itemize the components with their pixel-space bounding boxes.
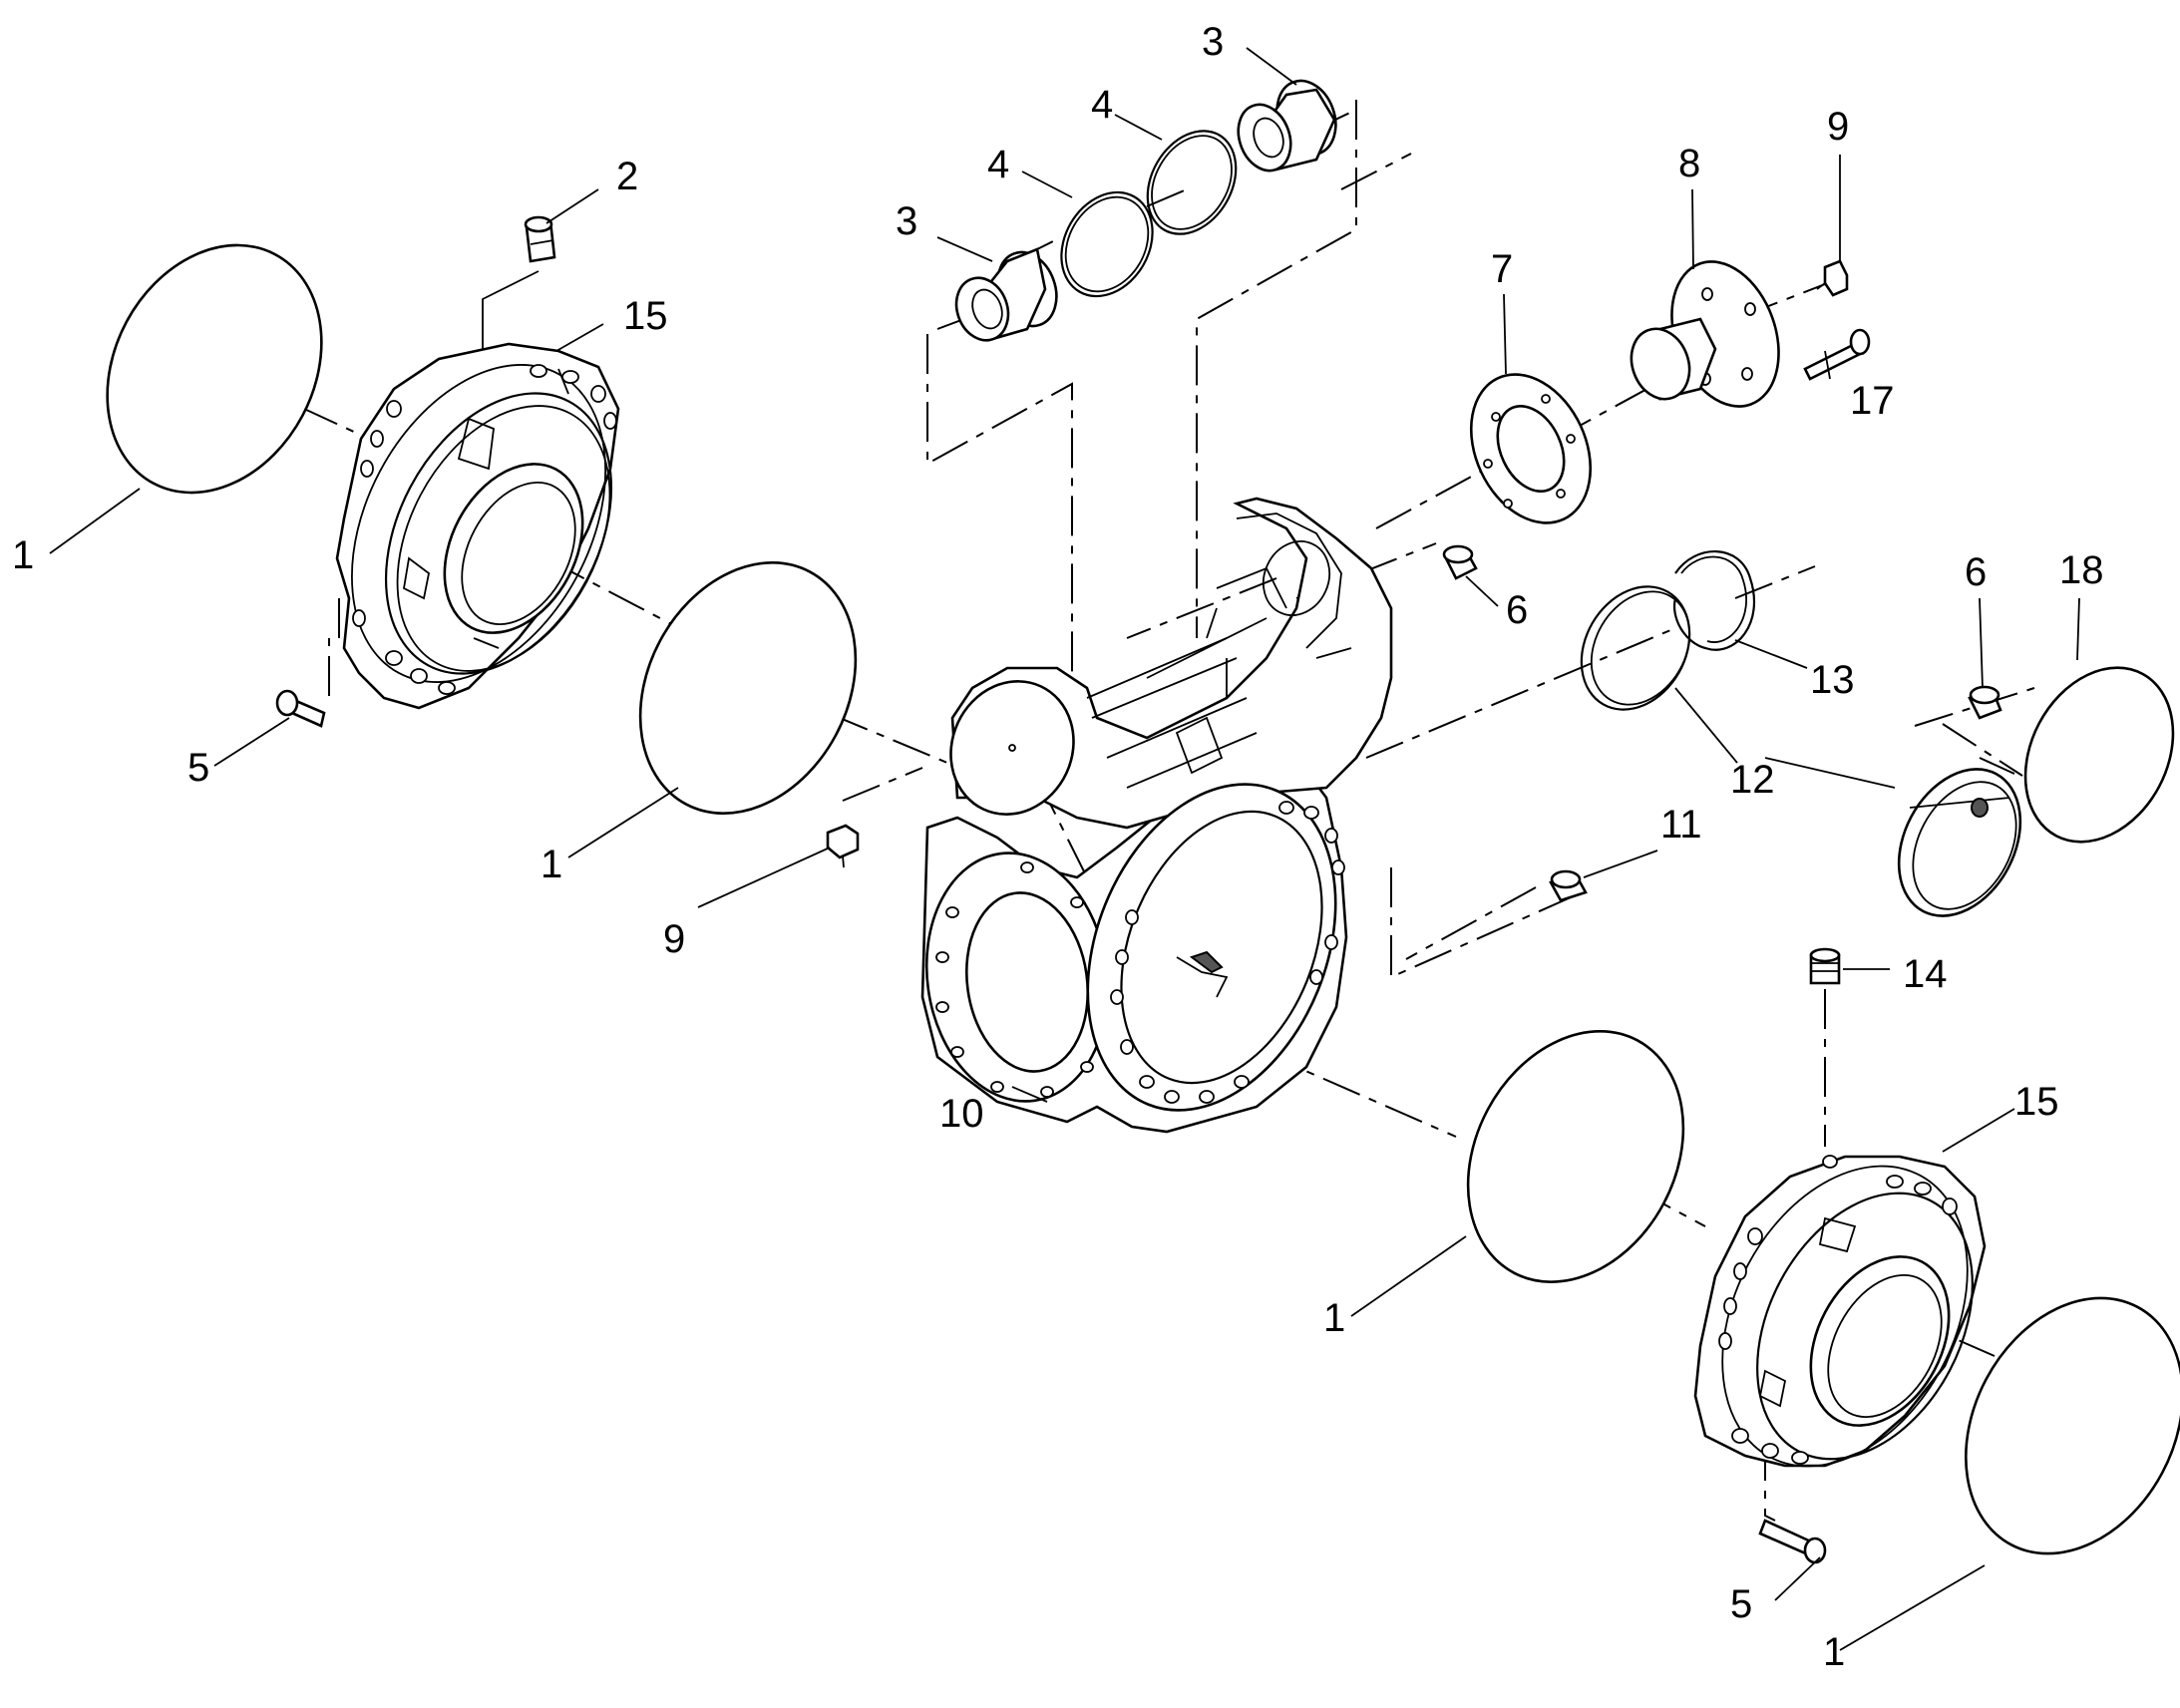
callout-13: 13: [1810, 658, 1855, 702]
callout-1-top-left: 1: [12, 533, 34, 577]
callout-3-left: 3: [896, 199, 917, 243]
gasket-1-top-left: [106, 243, 323, 495]
gasket-1-bottom-right: [1965, 1296, 2180, 1555]
cover-15-left: [335, 342, 620, 710]
axle-housing-10: [920, 497, 1393, 1134]
callout-18: 18: [2059, 548, 2104, 592]
callout-15-right: 15: [2014, 1080, 2059, 1124]
plug-2: [524, 215, 556, 263]
end-cover-plate: [1897, 768, 2022, 917]
grease-fitting-9-left: [826, 824, 860, 868]
gasket-18: [2023, 666, 2175, 844]
callout-11: 11: [1660, 803, 1702, 847]
callout-3-right: 3: [1202, 20, 1224, 64]
cover-15-right-bolt-holes: [1718, 1155, 1958, 1465]
plug-6-center: [1442, 544, 1478, 580]
seal-ring-12: [1580, 585, 1691, 711]
callout-10: 10: [939, 1092, 984, 1136]
bolt-17: [1803, 328, 1871, 381]
callout-6-right: 6: [1965, 550, 1987, 594]
callout-4-left: 4: [987, 143, 1009, 186]
callout-1-bottom-right: 1: [1823, 1630, 1845, 1674]
bushing-3-left: [954, 247, 1058, 342]
callout-labels: 1 1 1 1 2 3 3 4 4 5 5 6 6 7 8 9 9 10 11 …: [12, 20, 2104, 1674]
callout-12: 12: [1730, 758, 1775, 802]
gasket-1-lower-center: [1466, 1030, 1685, 1283]
callout-5-right: 5: [1730, 1582, 1752, 1626]
callout-7: 7: [1491, 247, 1513, 291]
flange-bushing-8: [1630, 260, 1780, 408]
ring-4-right: [1146, 130, 1238, 235]
bolt-5-right: [1758, 1519, 1827, 1564]
cover-15-right: [1693, 1155, 1987, 1468]
callout-9-left: 9: [663, 917, 685, 961]
plug-6-right: [1968, 685, 2002, 720]
snap-ring-13: [1672, 550, 1756, 651]
callout-1-lower-center: 1: [1323, 1296, 1345, 1340]
grease-fitting-9-top: [1816, 259, 1849, 297]
callout-leaders: [49, 47, 2080, 1651]
bushing-3-right: [1237, 79, 1337, 172]
housing-right-flange-holes: [1110, 801, 1345, 1104]
shim-7: [1469, 373, 1593, 524]
callout-2: 2: [616, 155, 638, 198]
callout-1-center: 1: [541, 843, 562, 886]
bolt-5-left: [275, 689, 326, 728]
callout-9-top: 9: [1827, 105, 1849, 149]
gasket-1-center: [638, 561, 858, 815]
plug-14: [1809, 947, 1841, 985]
ring-4-left: [1060, 190, 1154, 298]
callout-8: 8: [1678, 142, 1700, 185]
callout-6-center: 6: [1506, 588, 1528, 632]
callout-14: 14: [1903, 952, 1948, 996]
callout-5-left: 5: [187, 746, 209, 790]
cover-15-left-bolt-holes: [352, 364, 617, 695]
callout-15-left: 15: [623, 294, 668, 338]
callout-17: 17: [1850, 379, 1895, 423]
callout-4-right: 4: [1091, 83, 1113, 127]
plug-11: [1549, 869, 1588, 902]
